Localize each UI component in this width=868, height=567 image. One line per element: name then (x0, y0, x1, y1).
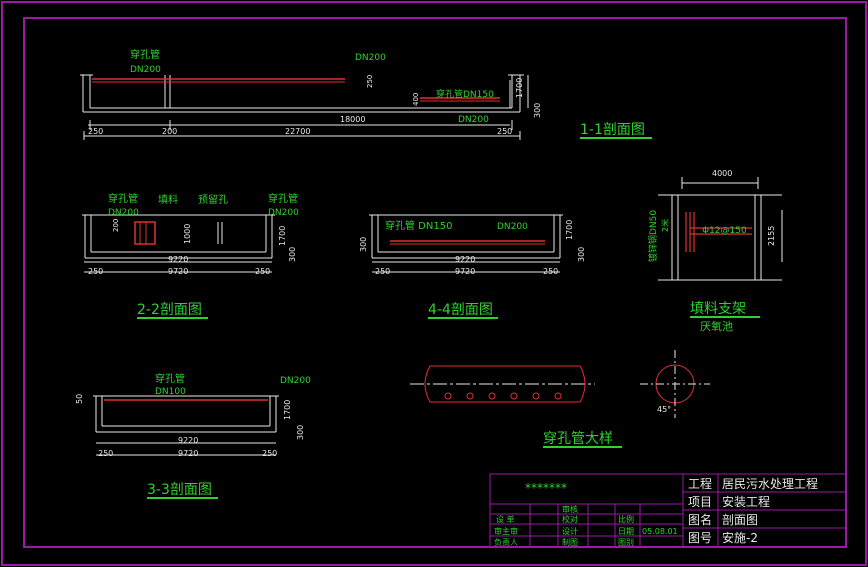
tb-key-1: 项目 (688, 495, 712, 509)
packing-frame (658, 177, 783, 281)
s44-dim-300b: 300 (359, 237, 368, 252)
s11-title: 1-1剖面图 (580, 122, 645, 138)
s44-dim-250b: 250 (543, 267, 558, 276)
s11-dim-18000: 18000 (340, 115, 365, 124)
tb-role-1: 审主审 (494, 526, 518, 536)
frame-len: 2米 (660, 219, 670, 232)
s44-dim-9720: 9720 (455, 267, 475, 276)
s22-pipe-l-dn: DN200 (108, 208, 139, 218)
tb-check-1: 校对 (562, 514, 578, 524)
s11-pipe-low2: DN200 (458, 115, 489, 125)
section-4-4 (369, 214, 563, 273)
fill-block (134, 221, 156, 245)
tb-key-0: 工程 (688, 476, 712, 491)
s33-dim-1700: 1700 (283, 400, 292, 420)
s44-dim-9220: 9220 (455, 255, 475, 264)
frame-dim-4000: 4000 (712, 169, 732, 178)
tb-meta-1: 日期 (618, 527, 634, 536)
tb-date: 05.08.01 (642, 527, 678, 536)
tb-check-2: 设计 (562, 526, 578, 536)
frame-dim-2155: 2155 (767, 226, 776, 246)
s11-dim-250a: 250 (88, 127, 103, 136)
frame-rod: 镀锌钢DN50 (647, 210, 659, 262)
frame-bar: Φ12@150 (702, 226, 747, 236)
tb-check-0: 审核 (562, 504, 578, 514)
section-3-3 (93, 395, 279, 456)
s22-dim-250b: 250 (255, 267, 270, 276)
frame-sub: 厌氧池 (700, 319, 733, 333)
tb-role-2: 负责人 (494, 537, 518, 547)
section-1-1 (80, 74, 529, 140)
s22-dim-1000: 1000 (183, 224, 192, 244)
s22-dim-9720: 9720 (168, 267, 188, 276)
s22-hole: 预留孔 (198, 193, 228, 206)
s22-dim-300: 300 (288, 247, 297, 262)
section-2-2 (82, 214, 275, 273)
drawing-frame (23, 17, 847, 548)
s33-pipe-dn2: DN200 (280, 376, 311, 386)
tb-role-0: 设 单 (496, 514, 515, 524)
tb-val-3: 安施-2 (722, 530, 758, 545)
s44-title: 4-4剖面图 (428, 302, 493, 318)
s33-pipe: 穿孔管 (155, 372, 185, 385)
s22-dim-9220: 9220 (168, 255, 188, 264)
s11-pipe-left-dn: DN200 (130, 65, 161, 75)
s33-dim-250b: 250 (262, 449, 277, 458)
pipe-1-1 (92, 78, 500, 102)
tb-meta-0: 比例 (618, 514, 634, 524)
tb-val-2: 剖面图 (722, 513, 758, 527)
s44-dim-300: 300 (577, 247, 586, 262)
s22-dim-250a: 250 (88, 267, 103, 276)
s44-dim-1700: 1700 (565, 220, 574, 240)
s11-dim-22700: 22700 (285, 127, 310, 136)
s44-pipe: 穿孔管 DN150 (385, 219, 452, 232)
s22-pipe-l: 穿孔管 (108, 192, 138, 205)
s22-pipe-r-dn: DN200 (268, 208, 299, 218)
s33-dim-50: 50 (75, 394, 84, 404)
s33-dim-300: 300 (296, 425, 305, 440)
frame-title: 填料支架 (690, 301, 746, 317)
s11-pipe-left: 穿孔管 (130, 48, 160, 61)
tb-val-1: 安装工程 (722, 494, 770, 509)
s22-dim-200: 200 (112, 219, 120, 232)
tb-val-0: 居民污水处理工程 (722, 476, 818, 491)
s33-dim-250a: 250 (98, 449, 113, 458)
tb-key-3: 图号 (688, 531, 712, 545)
s11-dim-300: 300 (533, 103, 542, 118)
packing-bars (685, 212, 752, 252)
tb-meta-2: 图别 (618, 538, 634, 547)
s11-pipe-low: 穿孔管DN150 (436, 88, 494, 100)
tb-key-2: 图名 (688, 512, 712, 527)
tb-stars: ******* (525, 481, 567, 495)
s11-dim-400: 400 (412, 93, 420, 106)
s33-pipe-dn: DN100 (155, 387, 186, 397)
s22-pipe-r: 穿孔管 (268, 192, 298, 205)
s22-fill: 填料 (158, 193, 178, 206)
s44-dim-250a: 250 (375, 267, 390, 276)
tb-check-3: 制图 (562, 537, 578, 547)
pipe-detail-title: 穿孔管大样 (543, 431, 613, 447)
title-block (489, 473, 847, 548)
s33-dim-9220: 9220 (178, 436, 198, 445)
s33-dim-9720: 9720 (178, 449, 198, 458)
s22-dim-1700: 1700 (278, 226, 287, 246)
s11-pipe-right-dn: DN200 (355, 53, 386, 63)
pipe-angle: 45° (657, 405, 671, 414)
s11-dim-250b: 250 (497, 127, 512, 136)
s22-title: 2-2剖面图 (137, 302, 202, 318)
pipe-detail (410, 350, 710, 418)
s11-dim-200: 200 (162, 127, 177, 136)
s44-pipe-dn: DN200 (497, 222, 528, 232)
pipe-holes (444, 392, 562, 400)
s33-title: 3-3剖面图 (147, 482, 212, 498)
s11-dim-1700: 1700 (515, 78, 524, 98)
s11-dim-250c: 250 (366, 75, 374, 88)
